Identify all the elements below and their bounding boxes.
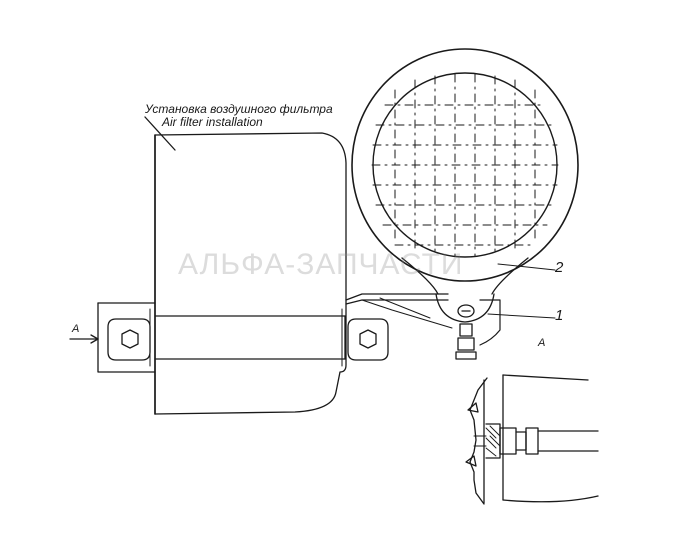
clogging-indicator	[351, 48, 579, 360]
callout-2-leader	[497, 263, 556, 271]
detail-view-a	[465, 374, 599, 505]
indicator-mesh	[371, 73, 559, 257]
filter-body	[154, 132, 347, 415]
title-leader	[144, 116, 176, 151]
callout-1-leader	[487, 313, 556, 319]
mounting-bar	[97, 302, 346, 373]
watermark: АЛЬФА-ЗАПЧАСТИ	[178, 248, 464, 281]
title-english: Air filter installation	[162, 115, 263, 129]
view-arrow-label: A	[72, 323, 80, 335]
callout-2-number: 2	[555, 259, 564, 276]
view-label: A	[538, 337, 546, 349]
indicator-bracket	[345, 293, 501, 346]
title-russian: Установка воздушного фильтра	[145, 102, 333, 116]
left-bolt-plate	[107, 318, 151, 361]
view-arrow-a	[69, 334, 99, 344]
callout-1-number: 1	[555, 307, 564, 324]
right-bolt-plate	[347, 318, 389, 361]
